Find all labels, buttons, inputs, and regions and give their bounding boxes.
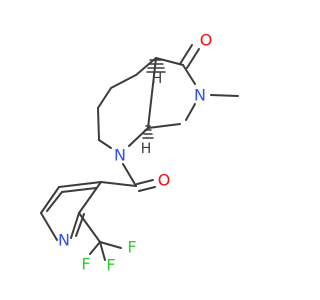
- bond: [40, 212, 58, 241]
- bond: [147, 57, 157, 129]
- bond: [155, 57, 184, 66]
- bond: [147, 123, 181, 129]
- bond: [135, 57, 157, 76]
- bond: [185, 103, 196, 121]
- bond: [122, 163, 137, 187]
- atom-f-2: F: [106, 256, 115, 275]
- bond: [46, 191, 63, 212]
- bond: [179, 44, 193, 65]
- molecule-diagram: O N N O N F F F H H: [40, 31, 239, 275]
- atom-o-amide: O: [158, 171, 171, 190]
- atom-h-bottom: H: [141, 141, 152, 157]
- stereo-hash-bottom: [142, 125, 154, 139]
- bond: [186, 48, 200, 69]
- bond: [58, 181, 102, 188]
- bond: [99, 241, 122, 249]
- bond: [136, 179, 154, 185]
- bond: [61, 187, 97, 193]
- bond: [110, 74, 137, 89]
- atom-n-ring: N: [114, 146, 126, 165]
- bond: [182, 64, 196, 85]
- bond: [78, 181, 102, 214]
- bond: [97, 87, 112, 109]
- bond: [128, 127, 149, 147]
- structure-canvas: O N N O N F F F H H: [40, 30, 239, 275]
- bond: [70, 212, 80, 239]
- atom-o-ketone: O: [200, 31, 213, 50]
- bond: [97, 107, 100, 141]
- bond: [99, 241, 106, 261]
- atom-f-1: F: [127, 238, 136, 257]
- bond: [78, 212, 101, 243]
- bond: [89, 241, 101, 255]
- atom-n-pyridine: N: [58, 231, 70, 250]
- bond: [40, 186, 60, 214]
- bond: [210, 94, 239, 97]
- bond: [100, 181, 137, 187]
- stereo-hash-top: [146, 59, 166, 73]
- atom-n-methyl: N: [194, 86, 206, 105]
- atom-f-3: F: [81, 255, 90, 274]
- bond: [138, 186, 156, 192]
- atom-h-top: H: [152, 71, 163, 87]
- bond: [98, 139, 112, 149]
